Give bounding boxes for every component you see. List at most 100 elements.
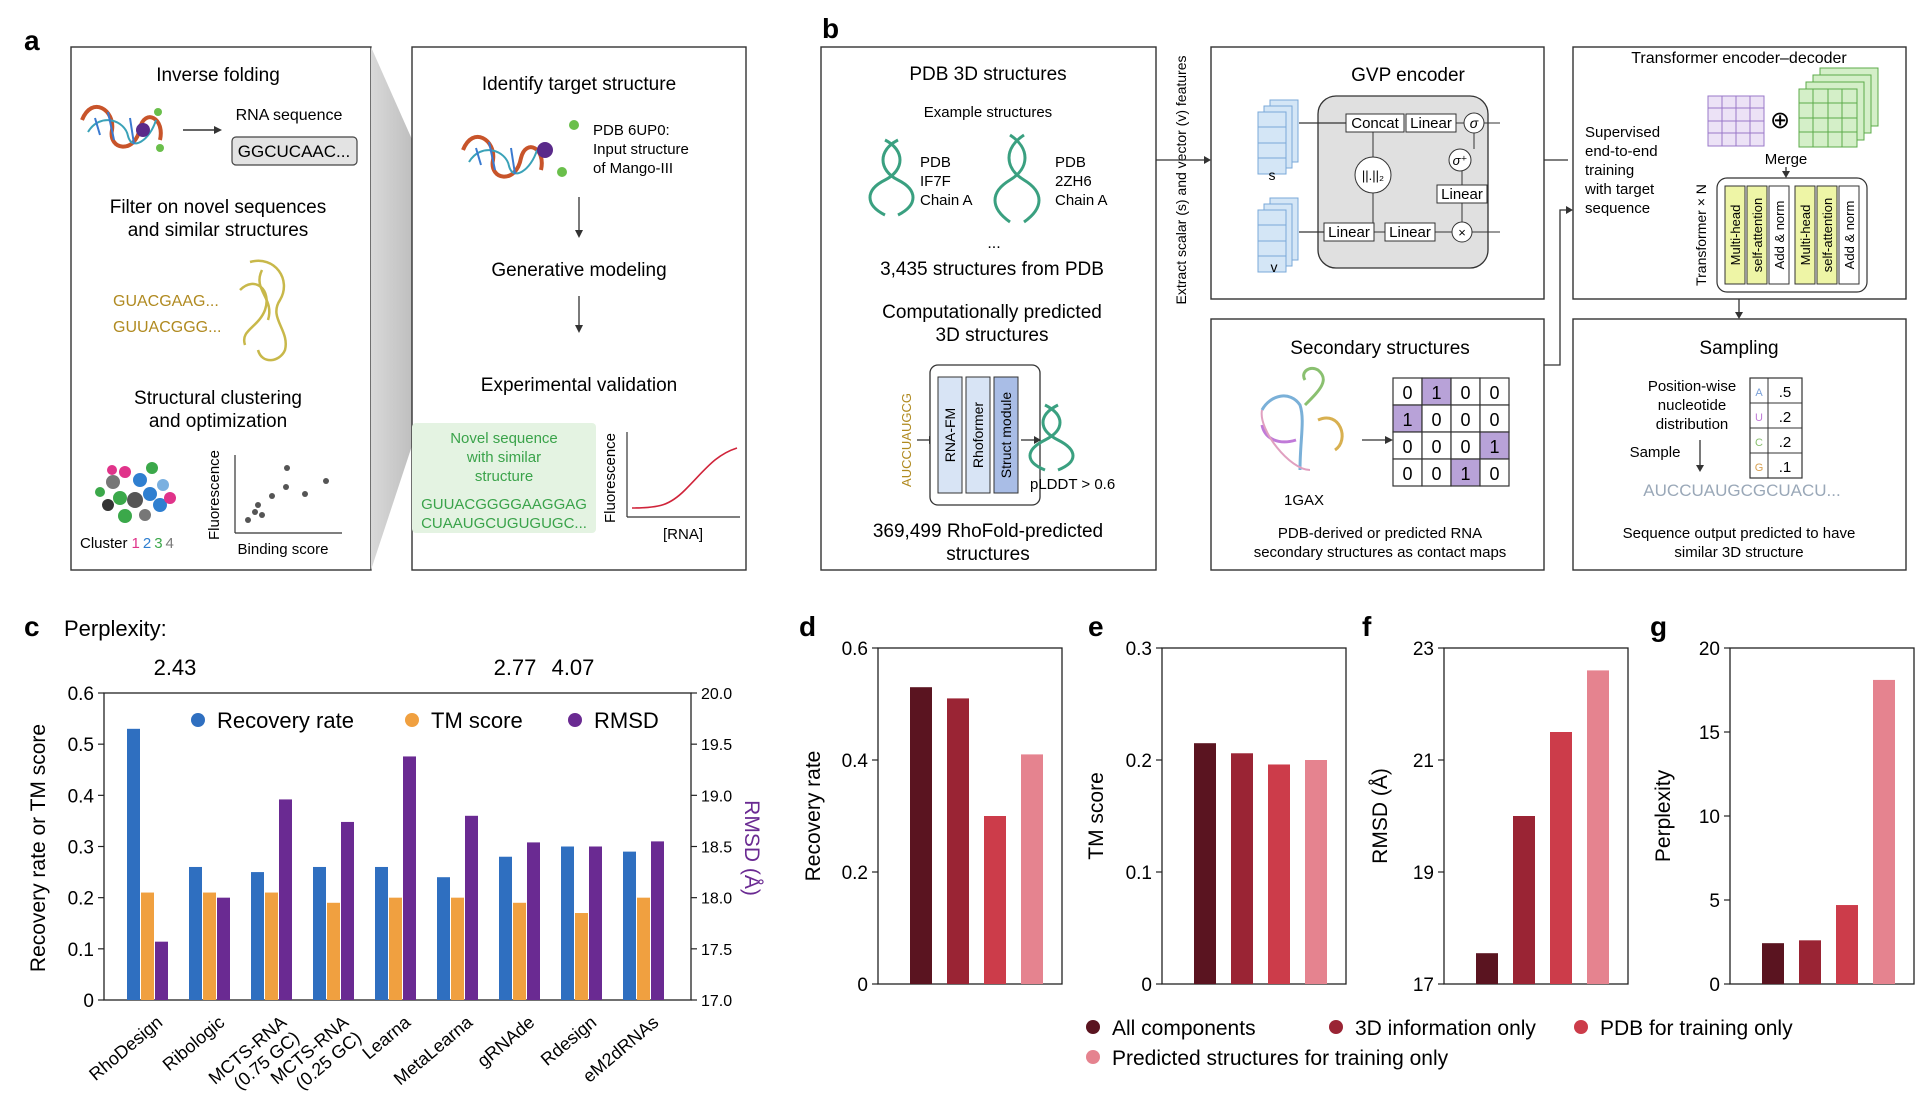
ellipsis: ... bbox=[987, 235, 1000, 252]
panel-label-b: b bbox=[822, 13, 839, 44]
contact-cell-value: 0 bbox=[1431, 410, 1441, 430]
struct-module-block bbox=[993, 376, 1019, 494]
c-category-label: Learna bbox=[358, 1011, 415, 1063]
c-right-tick-label: 19.0 bbox=[701, 788, 732, 805]
helix-icon-1 bbox=[868, 138, 915, 217]
contact-cell-value: 0 bbox=[1402, 437, 1412, 457]
bar-all-components bbox=[1762, 943, 1784, 984]
bar-3d-information-only bbox=[1513, 816, 1535, 984]
supervised-line-4: with target bbox=[1584, 181, 1655, 198]
sec-caption-1: PDB-derived or predicted RNA bbox=[1278, 525, 1482, 542]
bar-rmsd bbox=[403, 756, 416, 1000]
pdb-title: PDB 3D structures bbox=[909, 64, 1066, 85]
c-left-tick-label: 0.4 bbox=[68, 786, 95, 807]
chart-c-ylabel-right: RMSD (Å) bbox=[740, 800, 763, 896]
example-2-line-2: 2ZH6 bbox=[1055, 173, 1092, 190]
chart-c-legend: Recovery rate TM score RMSD bbox=[191, 708, 659, 733]
legend-dot-predicted bbox=[1086, 1050, 1100, 1064]
legend-d-g: All components 3D information only PDB f… bbox=[1086, 1017, 1793, 1070]
panel-label-g: g bbox=[1650, 611, 1667, 642]
sampling-box bbox=[1572, 318, 1907, 571]
contact-cell-value: 1 bbox=[1460, 464, 1470, 484]
identify-title: Identify target structure bbox=[482, 74, 676, 95]
tick-label: 15 bbox=[1699, 723, 1720, 744]
gold-sequence-2: GUUACGGG... bbox=[113, 319, 221, 336]
bar-rmsd bbox=[217, 897, 230, 1000]
contact-cell-value: 0 bbox=[1431, 437, 1441, 457]
tick-label: 10 bbox=[1699, 807, 1720, 828]
c-right-tick-label: 20.0 bbox=[701, 686, 732, 703]
position-line-3: distribution bbox=[1656, 416, 1729, 433]
rhoformer-block bbox=[965, 376, 991, 494]
sec-pdb-label: 1GAX bbox=[1284, 492, 1324, 509]
cluster-line-2: and optimization bbox=[149, 411, 287, 432]
contact-cell bbox=[1392, 431, 1423, 460]
mhsa-block-2b bbox=[1816, 185, 1838, 285]
transformer-title: Transformer encoder–decoder bbox=[1631, 50, 1847, 67]
sigma-label: σ bbox=[1470, 115, 1479, 131]
gold-sequence-1: GUACGAAG... bbox=[113, 293, 219, 310]
contact-cell-value: 0 bbox=[1402, 383, 1412, 403]
output-sequence: AUCCUAUGCGCUACU... bbox=[1643, 481, 1840, 500]
linear-label-4: Linear bbox=[1389, 224, 1431, 241]
c-left-tick-label: 0 bbox=[83, 991, 94, 1012]
bar-recovery-rate bbox=[561, 846, 574, 1000]
mango-structure-icon bbox=[461, 120, 579, 179]
concat-block bbox=[1345, 113, 1405, 133]
novel-line-3: structure bbox=[475, 468, 533, 485]
example-1-line-2: IF7F bbox=[920, 173, 951, 190]
legend-label-recovery: Recovery rate bbox=[217, 708, 354, 733]
pdb-structures-box bbox=[820, 46, 1157, 571]
prob-c: .2 bbox=[1779, 434, 1792, 451]
bar-all-components bbox=[910, 687, 932, 984]
scatter-y-label: Fluorescence bbox=[206, 450, 223, 540]
predicted-helix-icon bbox=[1028, 403, 1075, 472]
bar-3d-information-only bbox=[947, 698, 969, 984]
chart-d-ylabel: Recovery rate bbox=[802, 751, 825, 882]
bar-tm-score bbox=[327, 902, 340, 1000]
bar-predicted-structures-for-training-only bbox=[1305, 760, 1327, 984]
addnorm-block-2 bbox=[1838, 185, 1860, 285]
bar-rmsd bbox=[589, 846, 602, 1000]
mhsa-block-1b bbox=[1746, 185, 1768, 285]
contact-cell-value: 0 bbox=[1460, 383, 1470, 403]
legend-dot-tm bbox=[405, 713, 419, 727]
bar-pdb-for-training-only bbox=[1550, 732, 1572, 984]
tick-label: 5 bbox=[1709, 891, 1720, 912]
experimental-validation: Experimental validation bbox=[481, 375, 677, 396]
bar-rmsd bbox=[527, 842, 540, 1000]
sampling-caption-2: similar 3D structure bbox=[1674, 544, 1803, 561]
tick-label: 0 bbox=[1141, 975, 1152, 996]
sequence-box bbox=[231, 136, 358, 166]
example-1-line-1: PDB bbox=[920, 154, 951, 171]
contact-cell-value: 0 bbox=[1431, 464, 1441, 484]
contact-cell-value: 1 bbox=[1431, 383, 1441, 403]
panel-label-c: c bbox=[24, 611, 40, 642]
inverse-folding-title: Inverse folding bbox=[156, 65, 280, 86]
sec-caption-2: secondary structures as contact maps bbox=[1254, 544, 1507, 561]
perplexity-value-1: 2.43 bbox=[154, 655, 197, 680]
contact-cell-value: 0 bbox=[1489, 410, 1499, 430]
perplexity-value-2: 2.77 bbox=[494, 655, 537, 680]
panel-a: a Inverse folding RNA sequence GGCUCAAC.… bbox=[24, 25, 747, 571]
bar-3d-information-only bbox=[1231, 753, 1253, 984]
fluor-x-label: [RNA] bbox=[663, 526, 703, 543]
s-feature-grid bbox=[1257, 99, 1299, 175]
vertical-sequence: AUCCUAUGCG bbox=[899, 393, 914, 487]
arrow-head bbox=[1204, 156, 1211, 164]
v-label: v bbox=[1271, 259, 1278, 275]
linear-label-1: Linear bbox=[1410, 115, 1452, 132]
arrow-head bbox=[1696, 465, 1704, 472]
contact-cell bbox=[1479, 404, 1510, 433]
contact-cell-value: 0 bbox=[1460, 437, 1470, 457]
perplexity-value-3: 4.07 bbox=[552, 655, 595, 680]
contact-cell-value: 0 bbox=[1460, 410, 1470, 430]
bar-recovery-rate bbox=[375, 866, 388, 1000]
generative-modeling: Generative modeling bbox=[491, 260, 666, 281]
bar-tm-score bbox=[265, 892, 278, 1000]
supervised-line-3: training bbox=[1585, 162, 1634, 179]
secondary-title: Secondary structures bbox=[1290, 338, 1470, 359]
